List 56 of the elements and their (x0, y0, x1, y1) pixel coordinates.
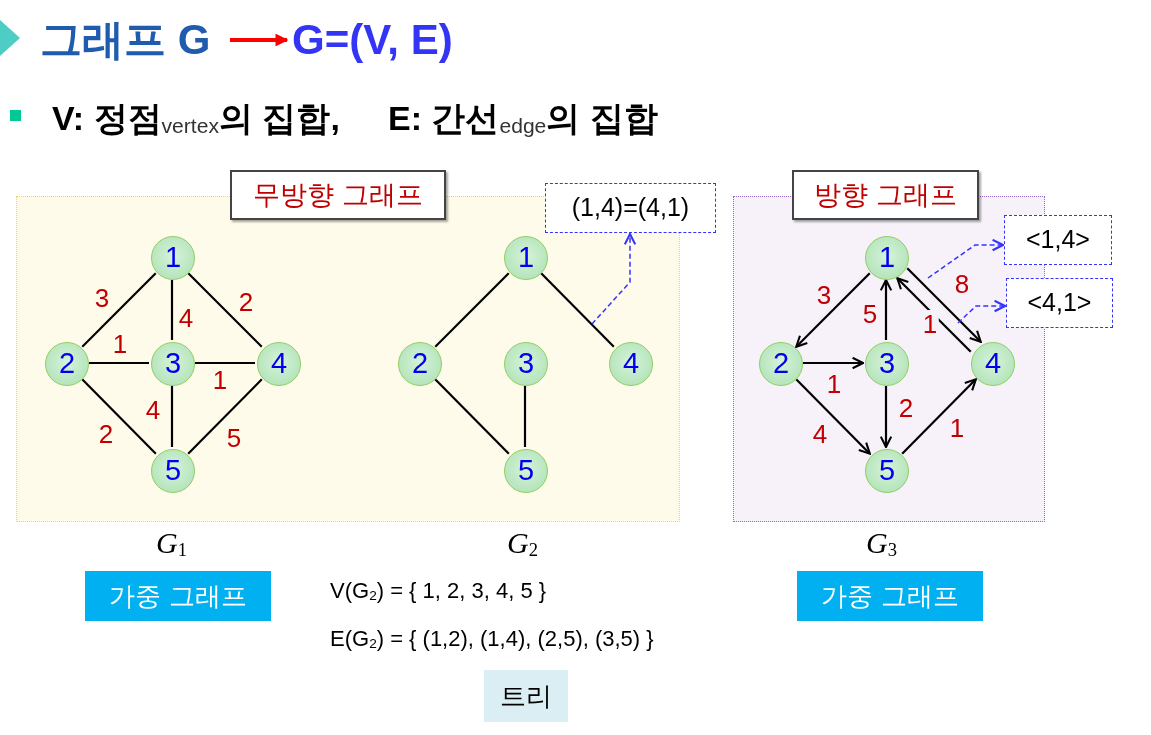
panel-heading: 방향 그래프 (792, 170, 979, 220)
vertex-circle: 5 (504, 449, 548, 493)
arrow (879, 386, 893, 449)
edge-line (81, 378, 157, 455)
subtitle-text: E: 간선$_{edge}$의 집합 (388, 98, 658, 140)
vertex-circle: 5 (151, 449, 195, 493)
arrow (906, 267, 982, 343)
vertex-circle: 1 (151, 236, 195, 280)
edge-line (170, 280, 174, 340)
graph-type-badge: 트리 (484, 670, 568, 722)
arrow (795, 378, 871, 455)
edge-line (540, 272, 615, 348)
callout-box: <4,1> (1006, 278, 1113, 328)
vertex-circle: 5 (865, 449, 909, 493)
vertex-circle: 4 (257, 342, 301, 386)
vertex-circle: 3 (151, 342, 195, 386)
graph-name: G$_{2}$ (507, 526, 538, 561)
edge-line (187, 378, 263, 455)
edge-line (187, 272, 263, 348)
arrow (803, 356, 865, 370)
leader-line (927, 238, 1005, 279)
edge-line (81, 272, 157, 348)
graph-type-badge: 가중 그래프 (85, 571, 271, 621)
callout-box: <1,4> (1004, 215, 1112, 265)
set-notation: E(G$_{2}$) = { (1,2), (1,4), (2,5), (3,5) } (330, 626, 654, 652)
title-text: G=(V, E) (292, 12, 453, 68)
vertex-circle: 2 (45, 342, 89, 386)
title-text: 그래프 G (40, 12, 211, 68)
edge-line (523, 386, 527, 447)
vertex-circle: 3 (865, 342, 909, 386)
edge-line (434, 378, 510, 455)
vertex-circle: 2 (398, 342, 442, 386)
vertex-circle: 2 (759, 342, 803, 386)
arrow (230, 33, 289, 47)
arrow (896, 277, 972, 353)
arrow (901, 378, 977, 455)
panel-heading: 무방향 그래프 (230, 170, 446, 220)
arrow (795, 272, 871, 348)
edge-line (434, 272, 510, 348)
edge-line (170, 386, 174, 447)
edge-line (195, 361, 255, 365)
graph-name: G$_{3}$ (866, 526, 897, 561)
vertex-circle: 3 (504, 342, 548, 386)
arrow (879, 278, 893, 340)
graph-type-badge: 가중 그래프 (797, 571, 983, 621)
leader-line (591, 232, 637, 325)
graph-name: G$_{1}$ (156, 526, 187, 561)
edge-line (89, 361, 149, 365)
leader-line (957, 299, 1007, 324)
vertex-circle: 1 (865, 236, 909, 280)
subtitle-text: V: 정점$_{vertex}$의 집합, (52, 98, 340, 140)
callout-box: (1,4)=(4,1) (545, 183, 716, 233)
vertex-circle: 4 (609, 342, 653, 386)
set-notation: V(G$_{2}$) = { 1, 2, 3, 4, 5 } (330, 578, 547, 604)
vertex-circle: 1 (504, 236, 548, 280)
vertex-circle: 4 (971, 342, 1015, 386)
